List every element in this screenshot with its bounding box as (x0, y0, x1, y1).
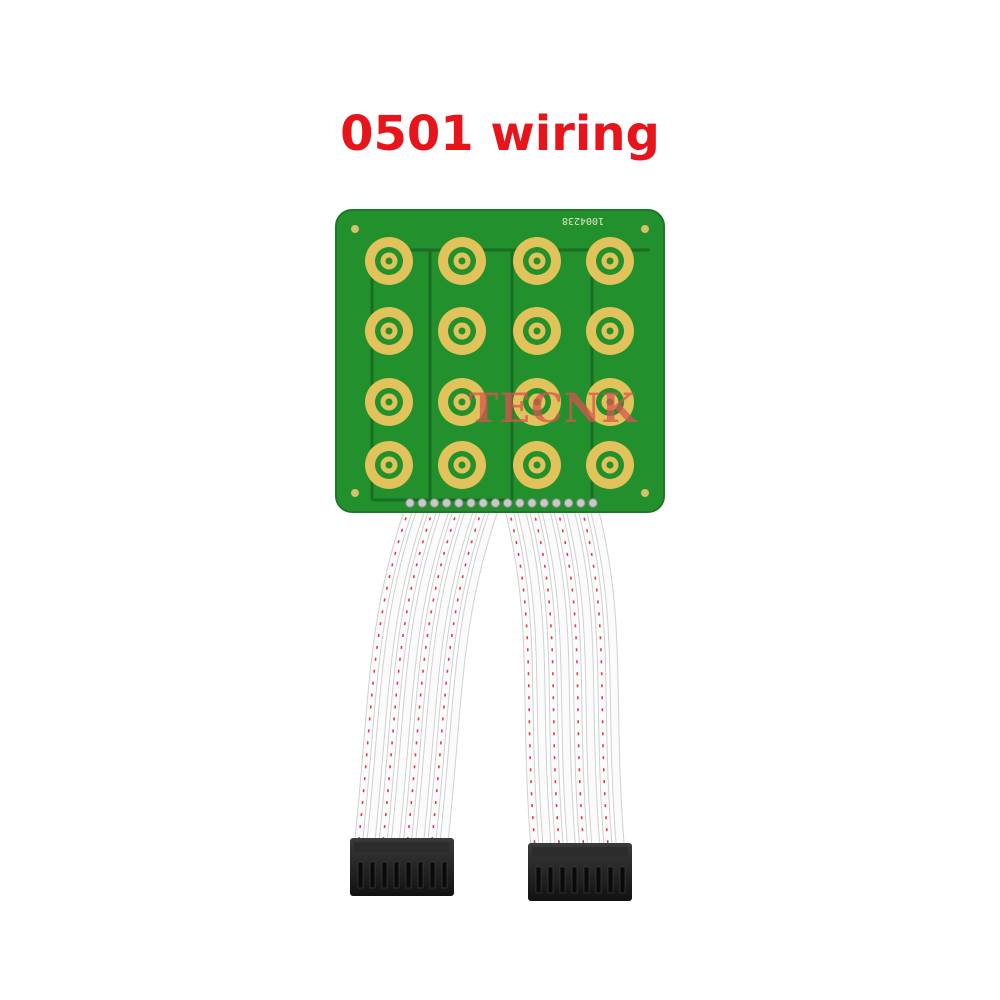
connector-slot (429, 861, 436, 889)
wire (439, 502, 499, 852)
header-pin-icon (502, 498, 513, 508)
connector-slot (607, 866, 614, 894)
wire (541, 502, 576, 852)
touch-pad-grid (365, 237, 634, 489)
connector-slot (595, 866, 602, 894)
board-marking: 1004238 (562, 215, 604, 226)
mount-hole-icon (641, 225, 649, 233)
header-pins (405, 498, 598, 508)
connector-slot (441, 861, 448, 889)
header-pin-icon (576, 498, 586, 508)
touch-pad-icon (586, 307, 634, 355)
header-pin-icon (454, 498, 464, 508)
ribbon-cable-left (353, 501, 500, 853)
wire-stripe (507, 505, 536, 849)
connector-slot (583, 866, 590, 894)
mount-hole-icon (351, 489, 359, 497)
connector-housing (350, 838, 454, 896)
wire-stripe (580, 505, 609, 849)
connector-slot (559, 866, 566, 894)
header-pin-icon (490, 498, 501, 508)
connector-slot (357, 861, 364, 889)
touch-pad-icon (365, 237, 413, 285)
connector-slot (381, 861, 388, 889)
connector-slot (619, 866, 626, 894)
connectors (350, 838, 632, 901)
header-pin-icon (539, 498, 549, 508)
header-pin-icon (478, 498, 488, 508)
touch-pad-icon (586, 237, 634, 285)
header-pin-icon (515, 498, 525, 508)
touch-pad-icon (438, 378, 486, 426)
connector-slot (417, 861, 424, 889)
header-pin-icon (588, 498, 598, 508)
wire (366, 502, 426, 852)
touch-pad-icon (438, 441, 486, 489)
connector-slot (393, 861, 400, 889)
wire-stripe (531, 505, 561, 849)
header-pin-icon (441, 498, 452, 508)
touch-pad-icon (586, 441, 634, 489)
header-pin-icon (527, 498, 537, 508)
connector-slot (571, 866, 578, 894)
header-pin-icon (563, 498, 574, 508)
watermark-text: TECNK (469, 385, 638, 432)
header-pin-icon (466, 498, 476, 508)
wire (427, 502, 487, 852)
touch-pad-icon (513, 237, 561, 285)
touch-pad-icon (365, 441, 413, 489)
touch-pad-icon (513, 378, 561, 426)
wire (403, 502, 463, 852)
wire (565, 502, 600, 852)
ribbon-cable-right (503, 501, 625, 853)
header-pin-icon (551, 498, 562, 508)
touch-pad-icon (365, 378, 413, 426)
product-caption: 0501 wiring (340, 106, 660, 162)
header-pin-icon (417, 498, 427, 508)
touch-pad-icon (513, 441, 561, 489)
mount-hole-icon (641, 489, 649, 497)
wire (378, 502, 438, 852)
header-pin-icon (429, 498, 440, 508)
connector-slot (535, 866, 542, 894)
connector-housing (528, 843, 632, 901)
touch-pad-icon (438, 237, 486, 285)
header-pin-icon (405, 498, 415, 508)
connector-slot (405, 861, 412, 889)
wire (516, 502, 551, 852)
touch-pad-icon (438, 307, 486, 355)
touch-pad-icon (513, 307, 561, 355)
mount-hole-icon (351, 225, 359, 233)
wire (589, 502, 624, 852)
wire (415, 502, 475, 852)
connector-slot (369, 861, 376, 889)
connector-slot (547, 866, 554, 894)
keypad-pcb: 1004238 (335, 209, 665, 513)
wire (354, 502, 414, 852)
wire-stripe (556, 505, 585, 849)
touch-pad-icon (586, 378, 634, 426)
touch-pad-icon (365, 307, 413, 355)
wire (391, 502, 451, 852)
